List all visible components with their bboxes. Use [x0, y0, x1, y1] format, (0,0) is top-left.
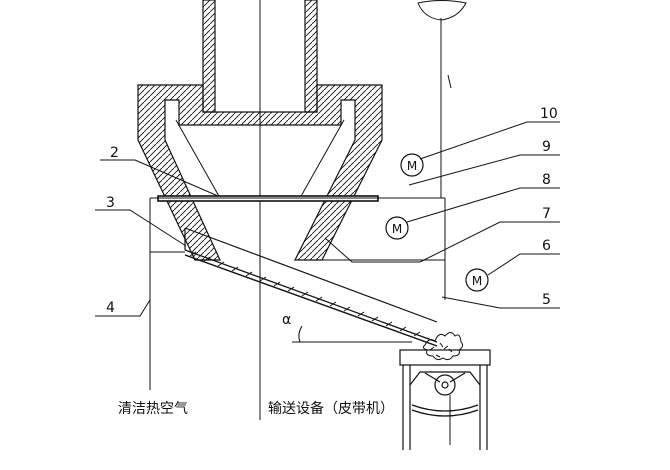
svg-text:M: M [407, 159, 417, 173]
material-pile [422, 332, 464, 361]
belt-conveyor [399, 349, 491, 450]
part-number-3: 3 [106, 195, 115, 211]
inclined-screen [184, 227, 438, 347]
part-number-2: 2 [110, 145, 119, 161]
leader-lines [95, 121, 560, 317]
part-number-5: 5 [542, 292, 551, 308]
caption-hot-air: 清洁热空气 [118, 401, 188, 417]
part-number-9: 9 [542, 139, 551, 155]
svg-text:M: M [472, 274, 482, 288]
angle-arc [292, 325, 412, 343]
part-number-10: 10 [540, 106, 558, 122]
hopper [137, 84, 383, 261]
part-number-6: 6 [542, 238, 551, 254]
top-pipe [202, 0, 318, 113]
motor-middle: M [385, 216, 409, 240]
motor-top: M [400, 153, 424, 177]
part-number-7: 7 [542, 206, 551, 222]
angle-label: α [282, 312, 291, 328]
caption-conveyor: 输送设备（皮带机） [268, 400, 394, 417]
part-number-8: 8 [542, 172, 551, 188]
fan-assembly [417, 0, 467, 198]
svg-text:M: M [392, 222, 402, 236]
part-number-4: 4 [106, 300, 115, 316]
motor-bottom: M [465, 268, 489, 292]
